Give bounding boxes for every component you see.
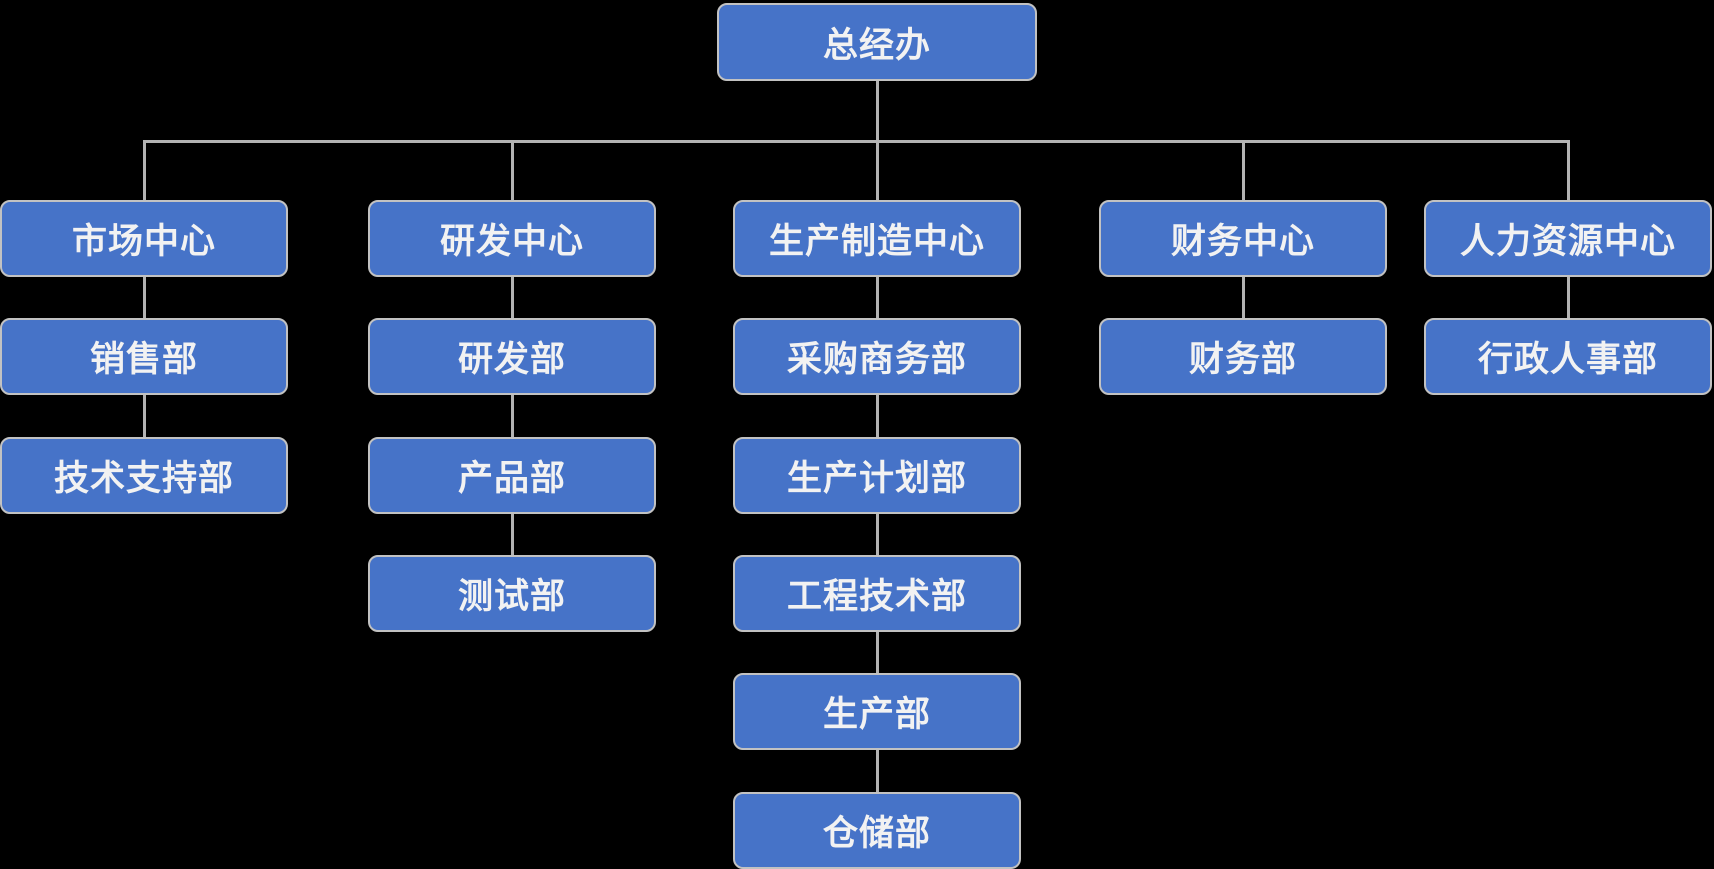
org-node-production-center: 生产制造中心 [733, 200, 1021, 277]
org-node-product-dept: 产品部 [368, 437, 656, 514]
org-node-warehouse-dept: 仓储部 [733, 792, 1021, 869]
org-node-label: 财务部 [1188, 340, 1297, 379]
org-node-label: 销售部 [89, 340, 198, 379]
org-node-general-manager-office: 总经办 [717, 3, 1037, 81]
org-node-label: 工程技术部 [786, 577, 967, 616]
org-node-label: 仓储部 [822, 814, 931, 853]
connector-col-1 [143, 140, 146, 437]
org-node-engineering-dept: 工程技术部 [733, 555, 1021, 632]
org-node-finance-dept: 财务部 [1099, 318, 1387, 395]
connector-col-3-root [876, 81, 879, 792]
org-node-label: 产品部 [457, 459, 566, 498]
org-node-label: 研发中心 [439, 222, 584, 261]
org-node-label: 技术支持部 [53, 459, 234, 498]
org-node-testing-dept: 测试部 [368, 555, 656, 632]
org-node-label: 生产计划部 [786, 459, 967, 498]
org-node-label: 财务中心 [1170, 222, 1315, 261]
org-node-label: 研发部 [457, 340, 566, 379]
org-node-rnd-center: 研发中心 [368, 200, 656, 277]
org-node-label: 采购商务部 [786, 340, 967, 379]
org-node-marketing-center: 市场中心 [0, 200, 288, 277]
org-node-procurement-dept: 采购商务部 [733, 318, 1021, 395]
org-node-sales-dept: 销售部 [0, 318, 288, 395]
org-node-production-dept: 生产部 [733, 673, 1021, 750]
connector-trunk [143, 140, 1570, 143]
org-node-label: 生产部 [822, 695, 931, 734]
org-node-label: 市场中心 [71, 222, 216, 261]
org-node-label: 总经办 [822, 25, 931, 65]
org-node-label: 测试部 [457, 577, 566, 616]
org-node-label: 人力资源中心 [1459, 222, 1676, 261]
org-node-admin-hr-dept: 行政人事部 [1424, 318, 1712, 395]
org-node-tech-support-dept: 技术支持部 [0, 437, 288, 514]
org-node-label: 行政人事部 [1477, 340, 1658, 379]
org-node-hr-center: 人力资源中心 [1424, 200, 1712, 277]
org-node-finance-center: 财务中心 [1099, 200, 1387, 277]
org-node-label: 生产制造中心 [768, 222, 985, 261]
org-node-rnd-dept: 研发部 [368, 318, 656, 395]
org-node-production-planning-dept: 生产计划部 [733, 437, 1021, 514]
